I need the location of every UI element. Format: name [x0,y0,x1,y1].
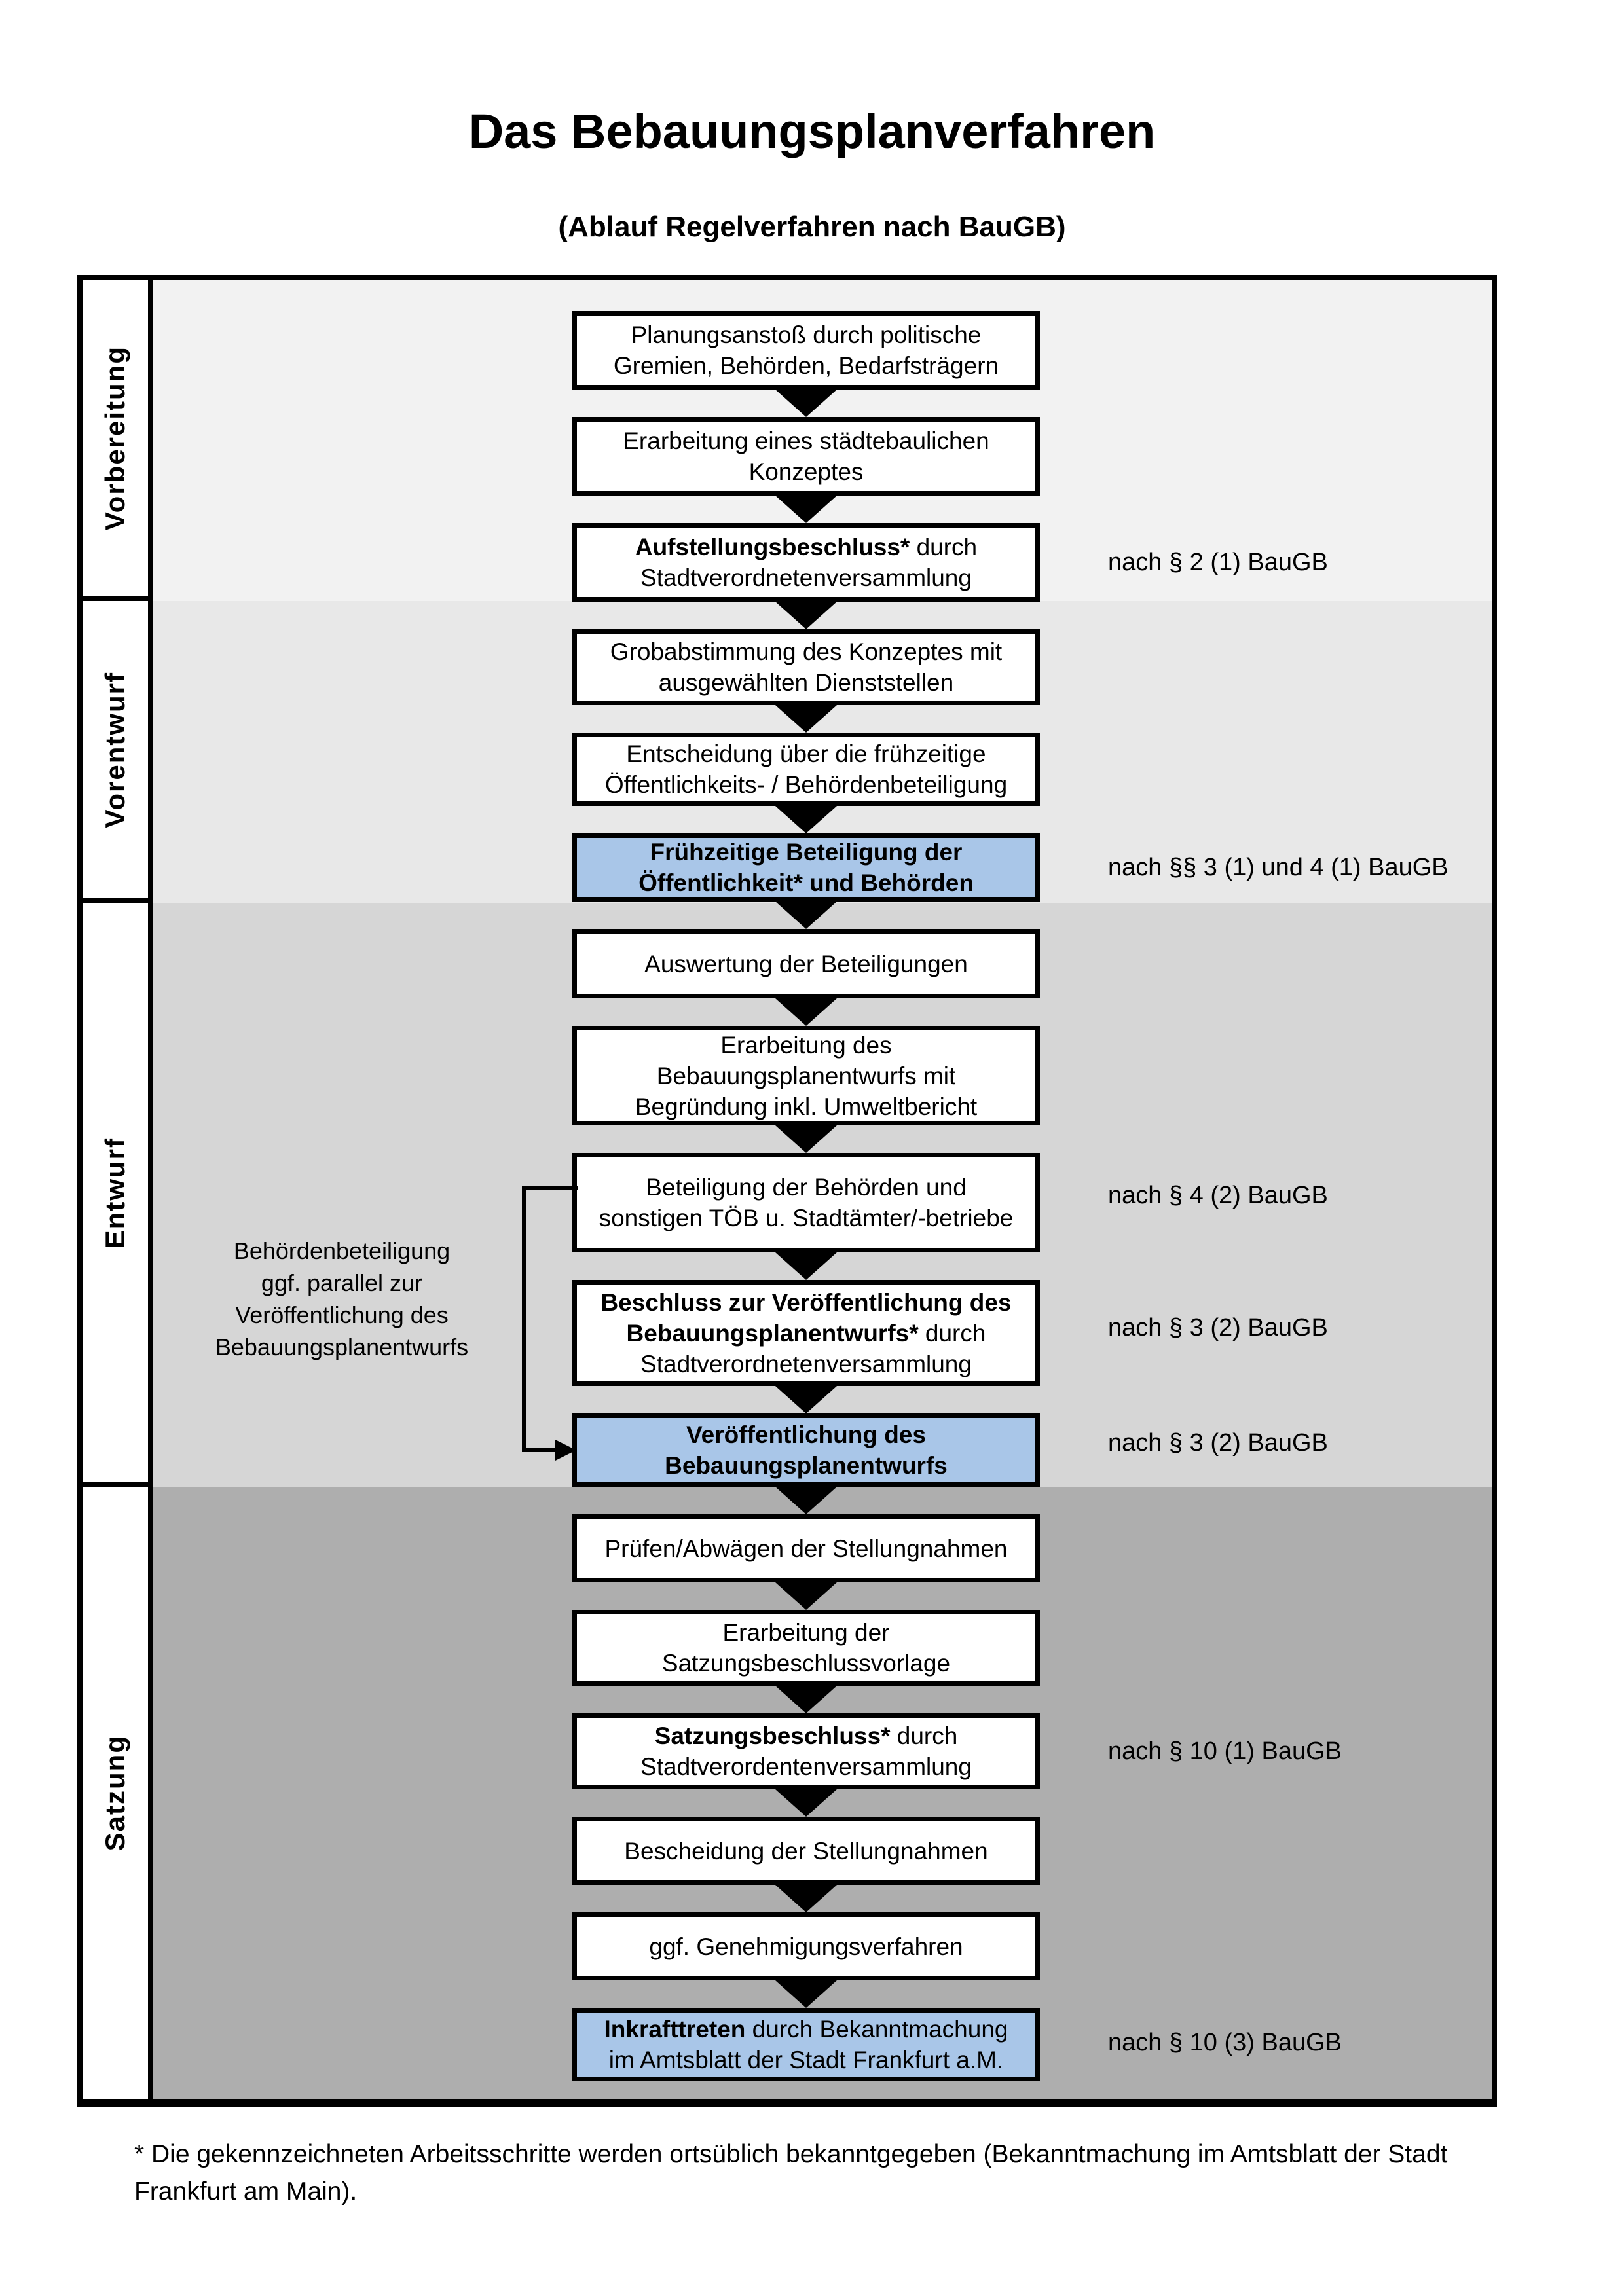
step-box-satzungsbeschluss: Satzungsbeschluss* durch Stadtverordente… [572,1713,1040,1789]
step-box-fruehzeitige-beteiligung: Frühzeitige Beteiligung der Öffentlichke… [572,833,1040,902]
step-box-inkrafttreten: Inkrafttreten durch Bekanntmachung im Am… [572,2008,1040,2081]
flow-down-arrow-icon [775,998,837,1026]
flow-down-arrow-icon [775,602,837,629]
flow-down-arrow-icon [775,806,837,833]
parallel-connector-arrow [522,1186,578,1461]
legal-ref: nach § 3 (2) BauGB [1108,1314,1328,1341]
legal-ref: nach § 2 (1) BauGB [1108,549,1328,576]
legal-ref: nach § 3 (2) BauGB [1108,1429,1328,1457]
phase-cell-entwurf: Entwurf [83,903,148,1487]
legal-ref: nach § 4 (2) BauGB [1108,1182,1328,1209]
phase-label-vorentwurf: Vorentwurf [100,671,130,828]
flow-down-arrow-icon [775,1789,837,1817]
step-box-bescheidung-stellungnahmen: Bescheidung der Stellungnahmen [572,1817,1040,1885]
flow-down-arrow-icon [775,390,837,417]
step-box-genehmigungsverfahren: ggf. Genehmigungsverfahren [572,1912,1040,1980]
step-box-aufstellungsbeschluss: Aufstellungsbeschluss* durch Stadtverord… [572,523,1040,602]
step-box-pruefen-abwaegen: Prüfen/Abwägen der Stellungnahmen [572,1514,1040,1582]
flow-down-arrow-icon [775,1582,837,1610]
flow-down-arrow-icon [775,1686,837,1713]
parallel-note: Behördenbeteiligung ggf. parallel zur Ve… [215,1237,469,1360]
legal-ref: nach §§ 3 (1) und 4 (1) BauGB [1108,854,1449,881]
flow-down-arrow-icon [775,1885,837,1912]
phase-label-vorbereitung: Vorbereitung [100,345,130,531]
flow-down-arrow-icon [775,1980,837,2008]
step-box-veroeffentlichung-entwurf: Veröffentlichung des Bebauungsplanentwur… [572,1413,1040,1487]
flow-down-arrow-icon [775,705,837,733]
phase-label-satzung: Satzung [100,1735,130,1851]
phase-cell-satzung: Satzung [83,1487,148,2099]
flow-down-arrow-icon [775,1386,837,1413]
step-box-entscheidung-fruehzeitige-beteiligung: Entscheidung über die frühzeitige Öffent… [572,733,1040,806]
legal-ref: nach § 10 (3) BauGB [1108,2029,1342,2056]
phase-cell-vorbereitung: Vorbereitung [83,280,148,601]
footnote: * Die gekennzeichneten Arbeitsschritte w… [134,2140,1448,2206]
legal-ref: nach § 10 (1) BauGB [1108,1738,1342,1765]
step-box-staedtebauliches-konzept: Erarbeitung eines städtebaulichen Konzep… [572,417,1040,496]
step-box-beschluss-veroeffentlichung: Beschluss zur Veröffentlichung des Bebau… [572,1280,1040,1386]
flow-down-arrow-icon [775,1125,837,1153]
step-box-erarbeitung-bebauungsplanentwurf: Erarbeitung des Bebauungsplanentwurfs mi… [572,1026,1040,1125]
step-box-planungsanstoss: Planungsanstoß durch politische Gremien,… [572,311,1040,390]
flow-down-arrow-icon [775,496,837,523]
phase-column: Vorbereitung Vorentwurf Entwurf Satzung [83,280,153,2099]
flow-down-arrow-icon [775,902,837,929]
flow-down-arrow-icon [775,1252,837,1280]
phase-cell-vorentwurf: Vorentwurf [83,601,148,903]
step-box-auswertung-beteiligungen: Auswertung der Beteiligungen [572,929,1040,998]
step-box-satzungsbeschlussvorlage: Erarbeitung der Satzungsbeschlussvorlage [572,1610,1040,1686]
page-title: Das Bebauungsplanverfahren [468,104,1156,158]
phase-label-entwurf: Entwurf [100,1137,130,1249]
step-box-grobabstimmung: Grobabstimmung des Konzeptes mit ausgewä… [572,629,1040,705]
flow-down-arrow-icon [775,1487,837,1514]
page-subtitle: (Ablauf Regelverfahren nach BauGB) [558,211,1066,243]
step-box-behoerdenbeteiligung-toeb: Beteiligung der Behörden und sonstigen T… [572,1153,1040,1252]
